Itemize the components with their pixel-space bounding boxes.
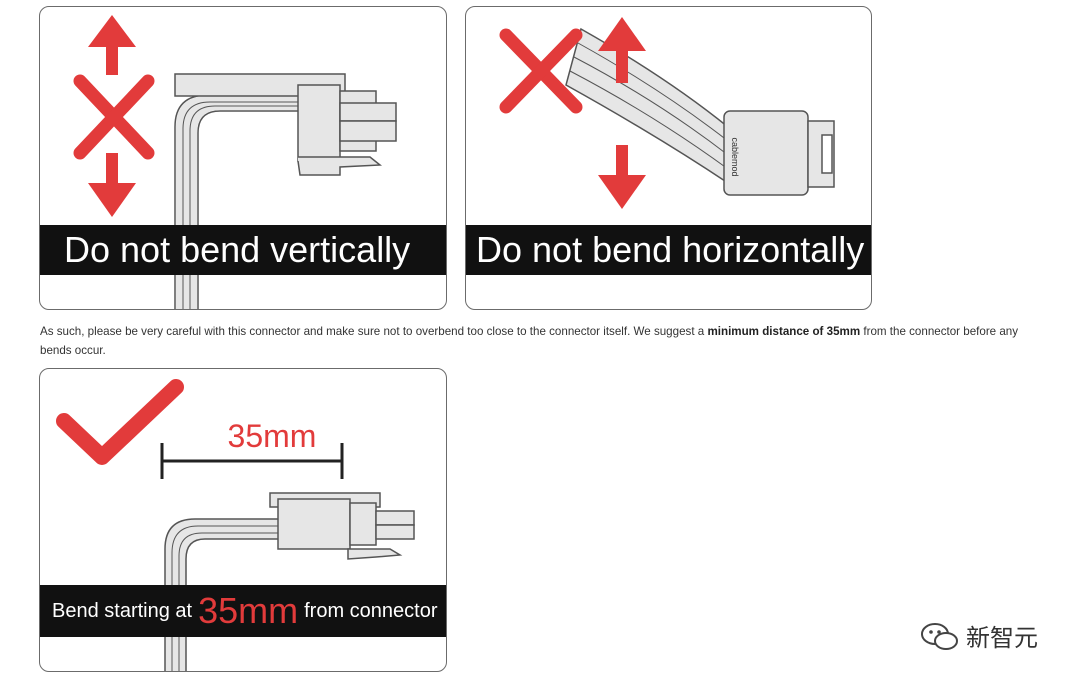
panel-caption: Bend starting at 35mm from connector <box>40 585 446 637</box>
arrow-down-icon <box>598 145 646 209</box>
x-mark-icon <box>499 28 583 114</box>
watermark-text: 新智元 <box>966 624 1038 652</box>
check-mark-icon <box>56 379 184 465</box>
panel-caption: Do not bend horizontally <box>466 225 871 275</box>
correct-bend-illustration: 35mm <box>56 379 415 671</box>
illustration-panel-correct: 35mm Bend starting at 35mm from connecto… <box>39 368 447 672</box>
connector-brand-label: cablemod <box>730 137 740 176</box>
illustration-panel-vertical: Do not bend vertically <box>39 6 447 310</box>
arrow-down-icon <box>88 153 136 217</box>
watermark: 新智元 <box>920 618 1038 653</box>
caption-highlight: 35mm <box>198 590 299 631</box>
panel-caption: Do not bend vertically <box>40 225 446 275</box>
description-bold: minimum distance of 35mm <box>707 325 861 338</box>
measure-label: 35mm <box>228 418 317 454</box>
description-paragraph: As such, please be very careful with thi… <box>40 325 1019 357</box>
illustration-panel-horizontal: cablemod Do not bend horizontally <box>465 6 872 310</box>
arrow-up-icon <box>88 15 136 75</box>
wechat-icon <box>921 622 958 650</box>
arrow-up-icon <box>598 17 646 83</box>
horizontal-bend-illustration: cablemod <box>499 17 835 209</box>
x-mark-icon <box>73 74 155 160</box>
vertical-bend-illustration <box>73 15 397 309</box>
